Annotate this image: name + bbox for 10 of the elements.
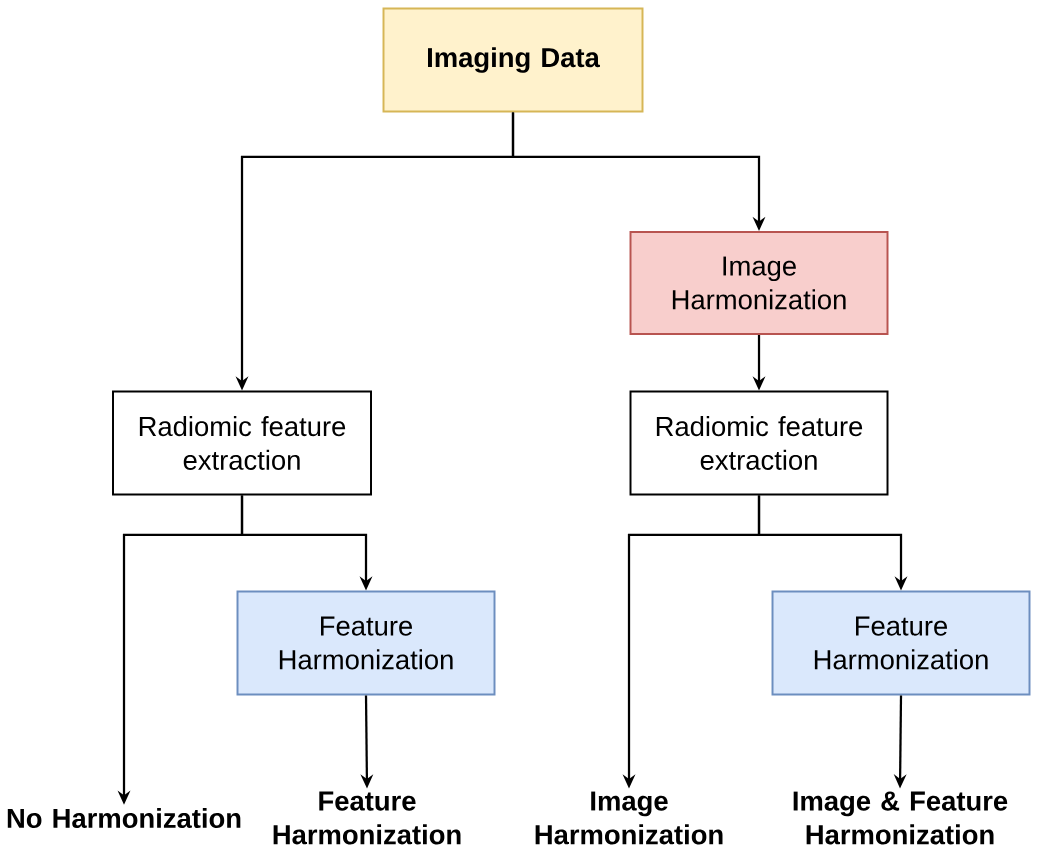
outcome-label: No Harmonization bbox=[7, 807, 241, 829]
process-box: Radiomic feature extraction bbox=[112, 390, 372, 496]
process-box: Radiomic feature extraction bbox=[629, 390, 889, 496]
outcome-label: Feature Harmonization bbox=[273, 791, 461, 845]
outcome-label: Image & Feature Harmonization bbox=[793, 791, 1008, 845]
outcome-label: Image Harmonization bbox=[535, 791, 723, 845]
process-box: Image Harmonization bbox=[629, 231, 889, 335]
process-box: Imaging Data bbox=[382, 7, 644, 113]
process-box: Feature Harmonization bbox=[236, 590, 496, 696]
process-box: Feature Harmonization bbox=[771, 590, 1031, 696]
